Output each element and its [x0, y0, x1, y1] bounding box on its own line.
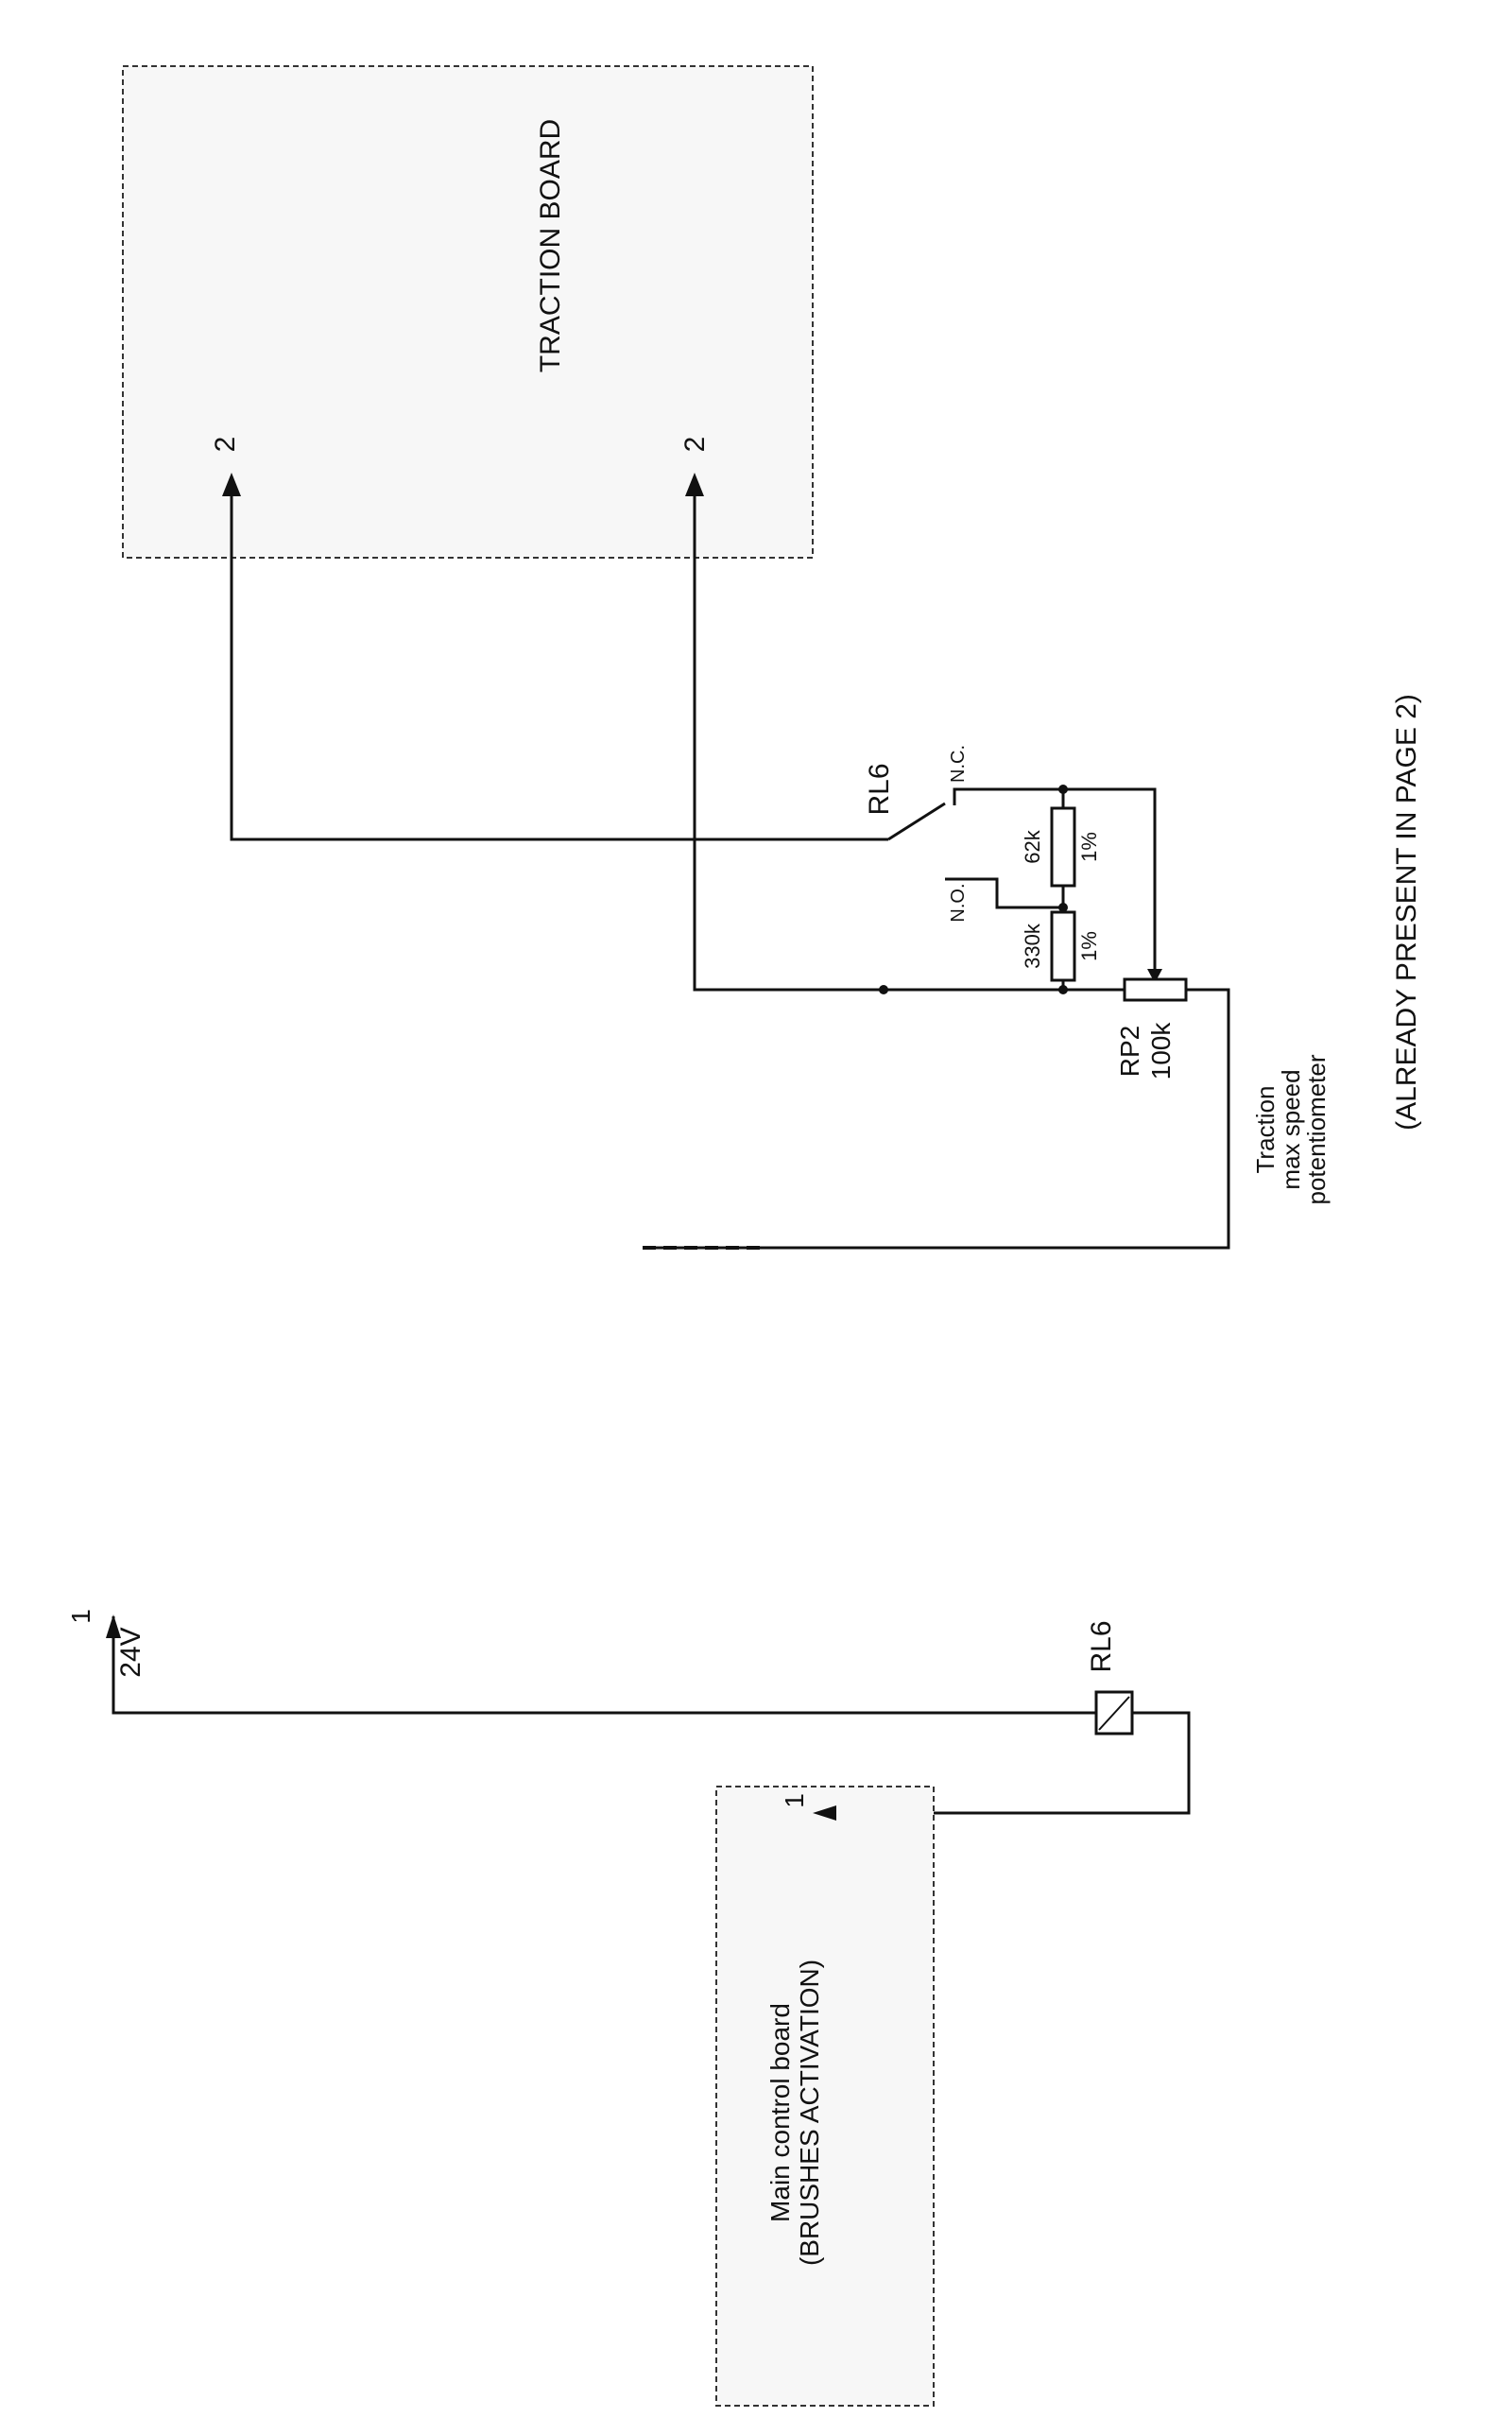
- relay-nc-label: N.C.: [948, 745, 969, 783]
- relay-coil-slash: [1098, 1696, 1130, 1731]
- relay-contact: RL6 N.C. N.O.: [864, 745, 1063, 923]
- main-control-board-box: [715, 1786, 935, 2407]
- resistor-62k-tolerance: 1%: [1077, 832, 1101, 862]
- traction-board-title: TRACTION BOARD: [535, 119, 566, 372]
- main-control-board-title-2: (BRUSHES ACTIVATION): [795, 1960, 824, 2266]
- junction-dot: [879, 985, 888, 994]
- relay-switch-blade: [887, 802, 946, 841]
- main-control-board-title-1: Main control board: [765, 2003, 795, 2222]
- relay-nc-contact: [953, 787, 1063, 805]
- resistor-330k: 330k 1%: [1021, 910, 1101, 982]
- supply-voltage: 24V: [115, 1627, 146, 1677]
- wire-pot-to-traction: [693, 482, 1134, 992]
- junction-mid: [1058, 903, 1068, 912]
- resistor-62k-body: [1050, 806, 1076, 888]
- arrow-traction-lower: [685, 473, 704, 496]
- potentiometer-desc-3: potentiometer: [1302, 1054, 1331, 1204]
- main-control-board-pin: 1: [780, 1793, 809, 1808]
- arrow-traction-upper: [222, 473, 241, 496]
- relay-coil-label: RL6: [1086, 1620, 1117, 1672]
- potentiometer: RP2 100k Traction max speed potentiomete…: [643, 694, 1422, 1250]
- resistor-330k-value: 330k: [1021, 923, 1044, 969]
- pot-wiper-arrow: [1147, 969, 1162, 983]
- wire-supply-to-coil: [112, 1616, 1096, 1715]
- wire-to-pot-wiper: [1063, 787, 1157, 976]
- resistor-330k-body: [1050, 910, 1076, 982]
- resistor-62k-value: 62k: [1021, 829, 1044, 863]
- relay-no-contact: [945, 877, 1063, 909]
- potentiometer-note: (ALREADY PRESENT IN PAGE 2): [1391, 694, 1422, 1131]
- potentiometer-body: [1123, 977, 1188, 1002]
- relay-coil: RL6: [817, 1620, 1191, 1815]
- resistor-62k: 62k 1%: [1021, 806, 1101, 888]
- potentiometer-value: 100k: [1146, 1022, 1176, 1080]
- main-board-arrow: [813, 1805, 836, 1821]
- relay-no-label: N.O.: [948, 883, 969, 922]
- traction-board: TRACTION BOARD 2 2: [122, 65, 814, 559]
- potentiometer-desc-2: max speed: [1277, 1069, 1305, 1189]
- relay-contact-label: RL6: [864, 763, 895, 815]
- potentiometer-ref: RP2: [1115, 1026, 1144, 1077]
- supply-pin: 1: [66, 1609, 95, 1624]
- supply: 1 24V: [66, 1609, 1096, 1715]
- traction-board-pin-upper: 2: [210, 437, 241, 453]
- potentiometer-desc-1: Traction: [1251, 1086, 1280, 1174]
- wire-relay-to-traction: [230, 482, 888, 841]
- wire-coil-to-board: [817, 1711, 1191, 1815]
- wire-pot-end: [643, 988, 1230, 1250]
- main-control-board: Main control board (BRUSHES ACTIVATION) …: [715, 1786, 935, 2407]
- resistor-330k-tolerance: 1%: [1077, 931, 1101, 961]
- traction-board-box: [122, 65, 814, 559]
- traction-board-pin-lower: 2: [679, 437, 711, 453]
